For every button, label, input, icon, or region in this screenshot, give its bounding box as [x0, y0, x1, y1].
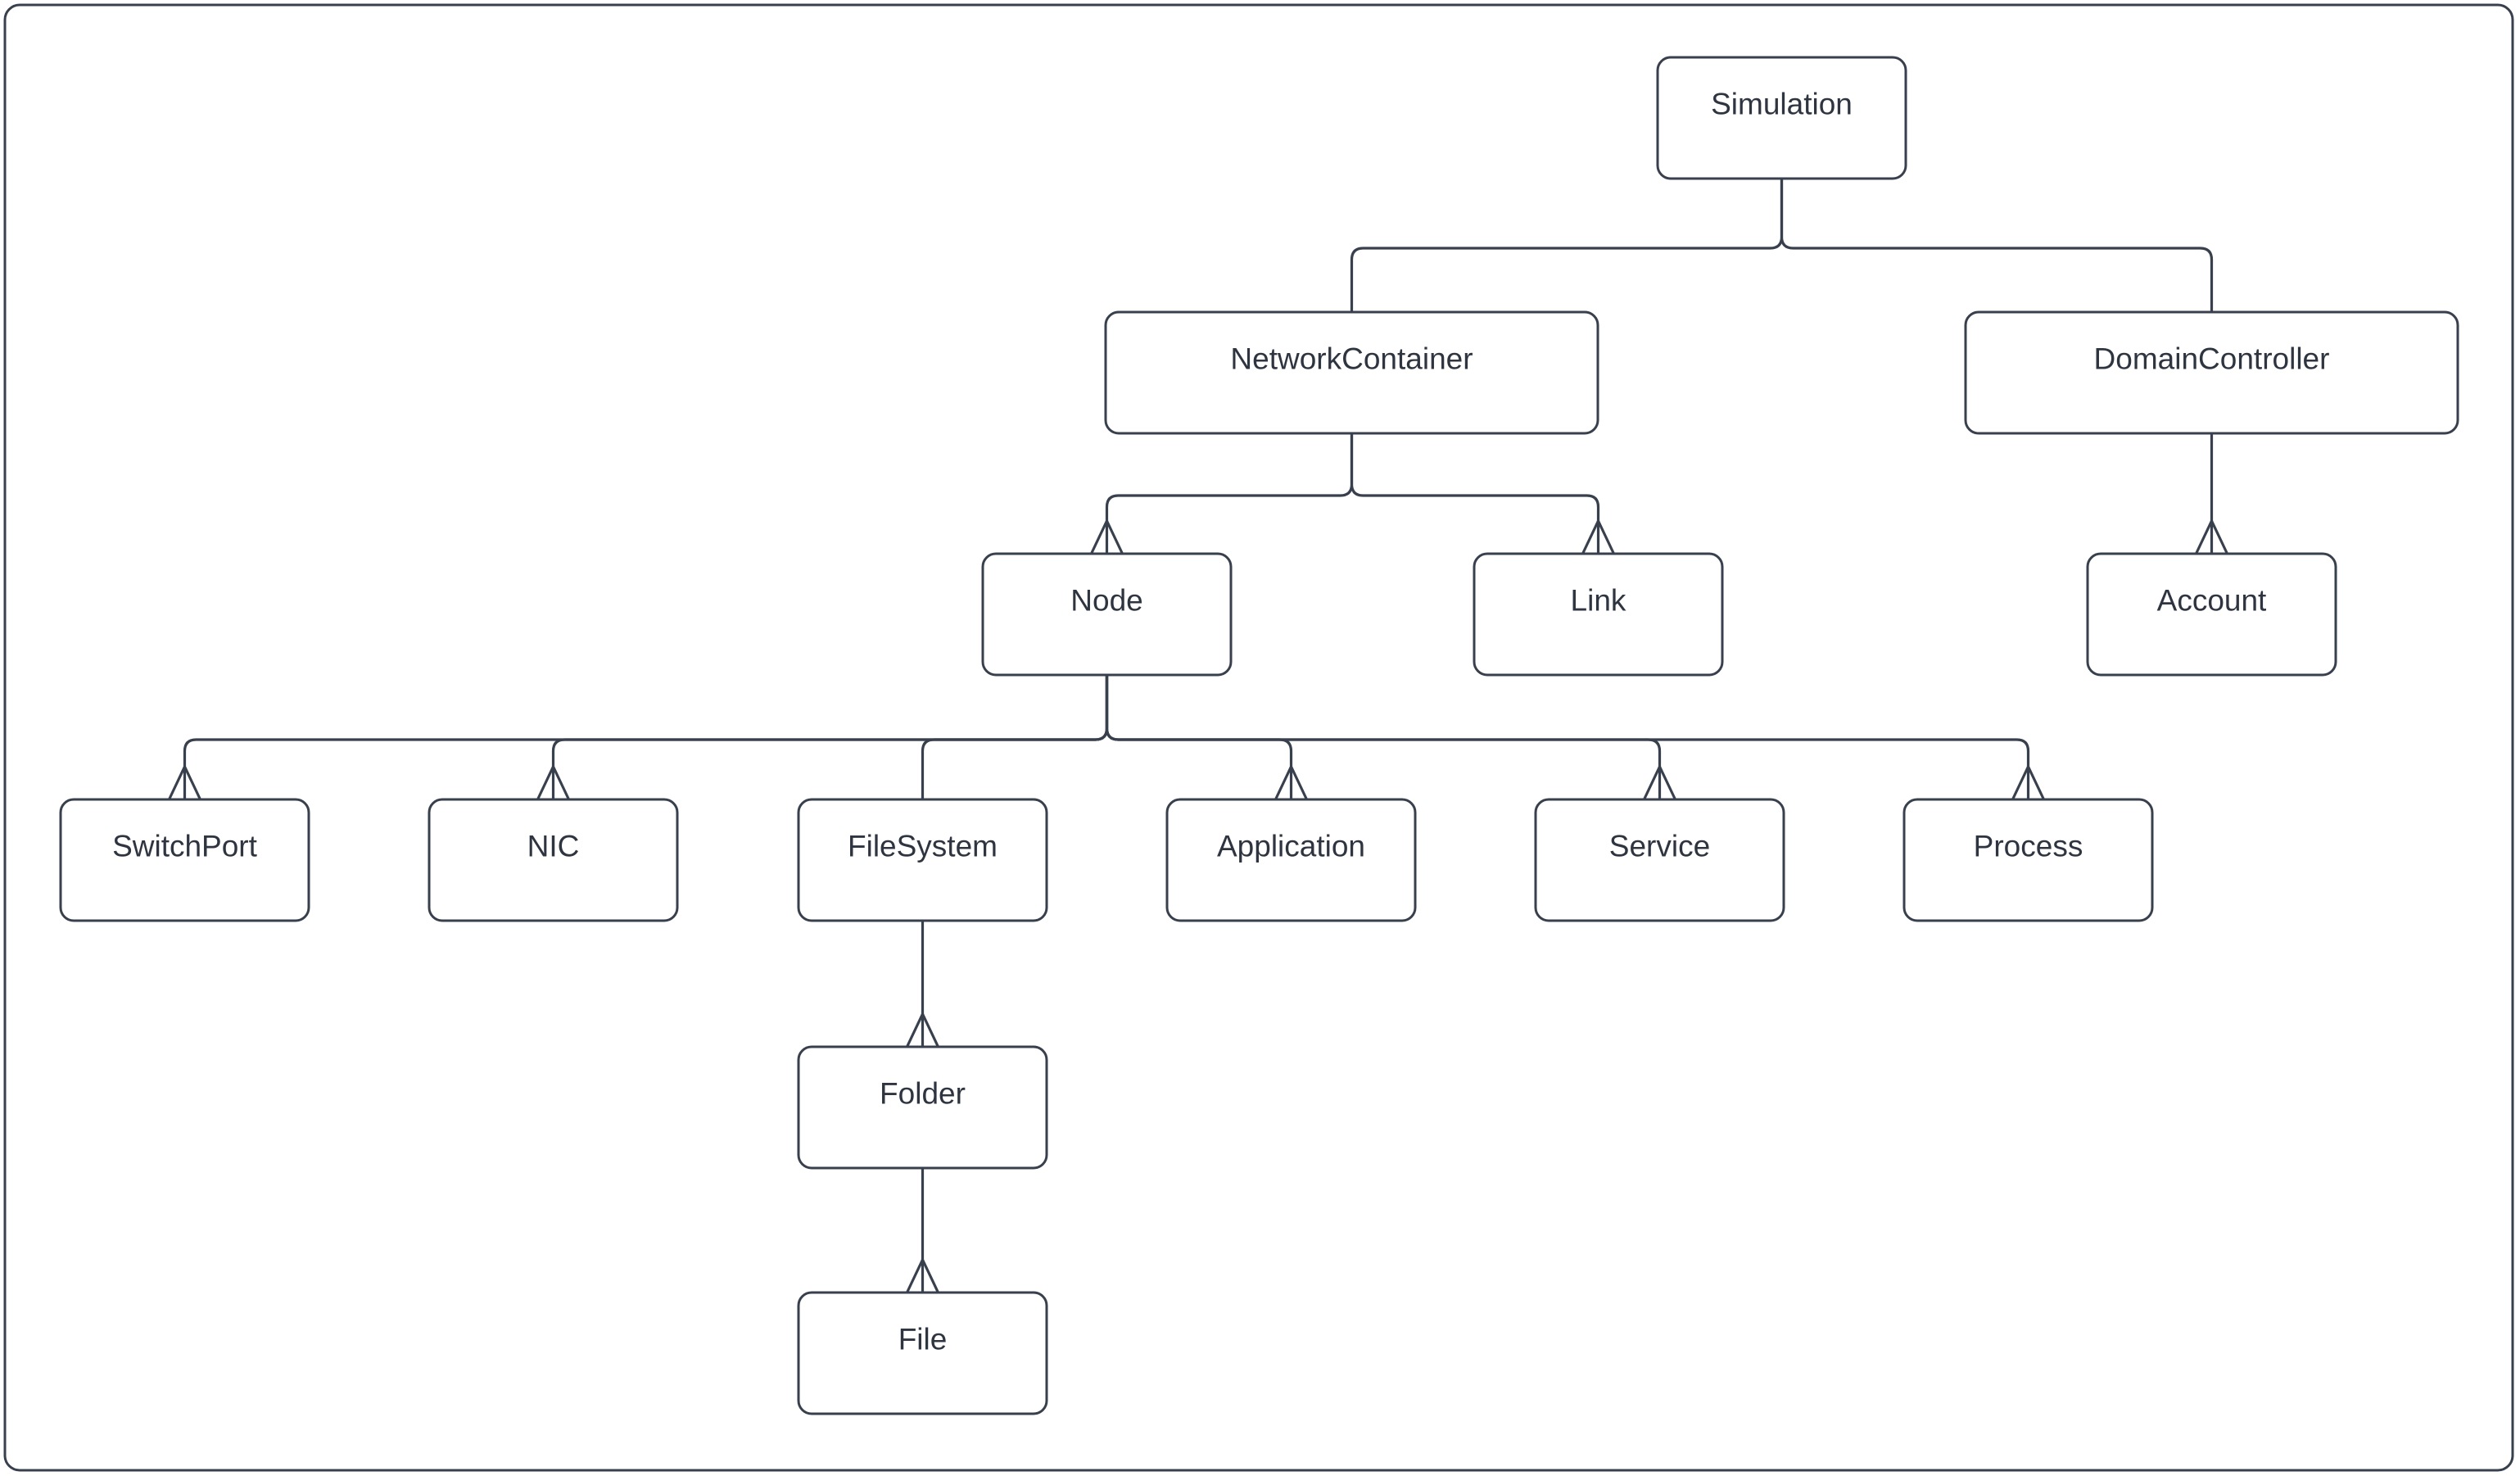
- class-node-filesystem[interactable]: FileSystem: [799, 799, 1047, 921]
- page-frame: [5, 5, 2513, 1470]
- class-node-simulation[interactable]: Simulation: [1658, 57, 1906, 179]
- class-node-folder[interactable]: Folder: [799, 1047, 1047, 1168]
- class-label-networkcontainer: NetworkContainer: [1230, 342, 1473, 376]
- class-label-account: Account: [2157, 584, 2267, 618]
- class-node-service[interactable]: Service: [1536, 799, 1784, 921]
- class-node-domaincontroller[interactable]: DomainController: [1966, 312, 2458, 433]
- class-node-networkcontainer[interactable]: NetworkContainer: [1106, 312, 1598, 433]
- class-node-link[interactable]: Link: [1474, 554, 1722, 675]
- class-label-nic: NIC: [527, 830, 580, 863]
- class-label-node: Node: [1070, 584, 1142, 618]
- class-label-file: File: [898, 1323, 948, 1356]
- class-node-account[interactable]: Account: [2088, 554, 2336, 675]
- class-node-file[interactable]: File: [799, 1293, 1047, 1414]
- class-node-switchport[interactable]: SwitchPort: [61, 799, 309, 921]
- class-label-filesystem: FileSystem: [848, 830, 998, 863]
- class-label-application: Application: [1217, 830, 1365, 863]
- class-label-link: Link: [1571, 584, 1626, 618]
- class-node-process[interactable]: Process: [1904, 799, 2152, 921]
- class-label-folder: Folder: [880, 1077, 966, 1111]
- class-label-domaincontroller: DomainController: [2094, 342, 2330, 376]
- class-node-application[interactable]: Application: [1167, 799, 1415, 921]
- class-node-node[interactable]: Node: [983, 554, 1231, 675]
- class-label-service: Service: [1609, 830, 1710, 863]
- class-label-switchport: SwitchPort: [112, 830, 258, 863]
- class-label-simulation: Simulation: [1711, 88, 1853, 121]
- class-node-nic[interactable]: NIC: [429, 799, 677, 921]
- class-label-process: Process: [1974, 830, 2083, 863]
